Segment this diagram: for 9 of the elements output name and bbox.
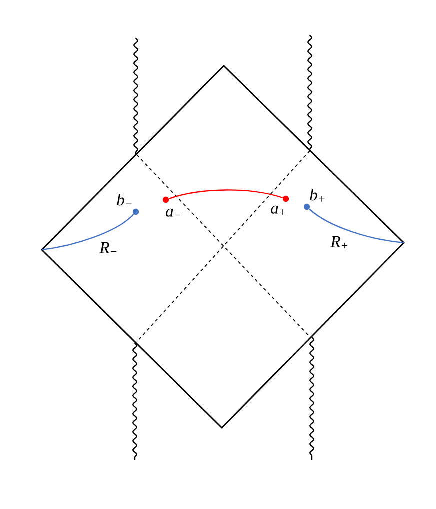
curve [168, 190, 283, 200]
point-label: a$_{+}$ [271, 206, 286, 215]
curve [309, 208, 404, 244]
point-label: a$_{−}$ [166, 208, 181, 217]
curve [42, 214, 134, 251]
point-label: b$_{−}$ [117, 194, 132, 206]
edge-label: R$_{−}$ [98, 241, 120, 257]
point-label: b$_{+}$ [310, 189, 325, 202]
edge-label: R$_{+}$ [329, 235, 351, 251]
